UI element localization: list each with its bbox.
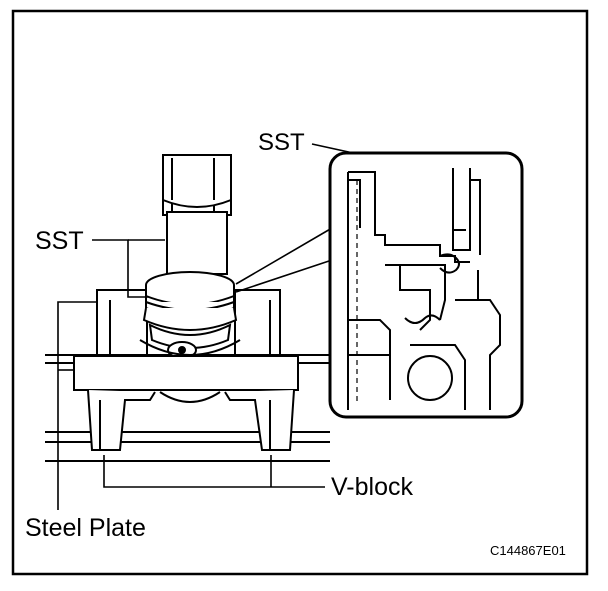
detail-view-frame [328,151,524,419]
sst-left-label: SST [35,227,84,255]
v-block-label: V-block [331,473,413,501]
drive-shaft [162,154,232,275]
sst-top-label: SST [258,129,305,156]
sst-ring-assembly [139,271,241,359]
steel-plate-label: Steel Plate [25,514,146,542]
figure-code: C144867E01 [490,543,566,558]
figure-border [11,9,589,576]
detail-view [328,151,524,419]
v-block-drawing [73,355,299,451]
